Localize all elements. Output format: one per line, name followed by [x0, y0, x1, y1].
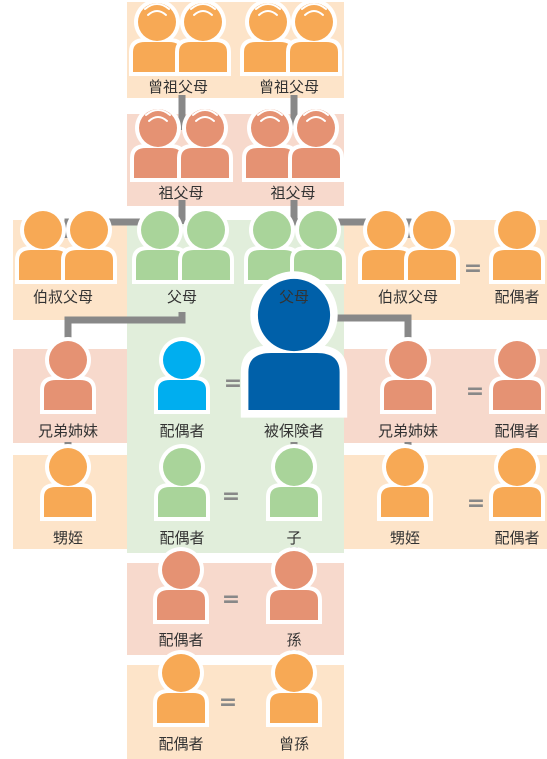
label-child: 子: [286, 529, 301, 547]
equals-sign: =: [224, 371, 242, 396]
person-nephew-right: [377, 444, 433, 521]
label-great-grandparents-left: 曾祖父母: [148, 78, 208, 96]
labels: 曾祖父母 曾祖父母 祖父母 祖父母 伯叔父母 父母 父母 伯叔父母 配偶者 兄弟…: [33, 78, 540, 753]
equals-sign: =: [467, 491, 485, 516]
person-nephew-left: [40, 444, 96, 521]
person-uncle-aunt-spouse: [489, 207, 545, 284]
connector-line: [64, 312, 186, 340]
person-great-grandchild: [266, 650, 322, 727]
label-parents-left: 父母: [167, 288, 197, 306]
person-grandmother-right: [288, 105, 344, 182]
label-grandparents-right: 祖父母: [270, 184, 315, 202]
label-uncles-aunts-right: 伯叔父母: [378, 288, 438, 306]
person-spouse: [154, 337, 210, 414]
label-insured: 被保険者: [264, 422, 324, 440]
person-aunt-left: [61, 207, 117, 284]
person-grandfather-right: [242, 105, 298, 182]
person-great-grandmother-right: [286, 0, 342, 76]
person-uncle-right: [358, 207, 414, 284]
label-nephews-left: 甥姪: [53, 529, 83, 547]
person-father-left: [132, 207, 188, 284]
person-mother-left: [178, 207, 234, 284]
equals-sign: =: [464, 256, 482, 281]
person-grandmother-left: [177, 105, 233, 182]
label-siblings-left: 兄弟姉妹: [38, 422, 98, 440]
label-great-grandparents-right: 曾祖父母: [259, 78, 319, 96]
label-uncles-aunts-left: 伯叔父母: [33, 288, 93, 306]
label-grandparents-left: 祖父母: [158, 184, 203, 202]
person-great-grandfather-right: [240, 0, 296, 76]
label-great-grandchild: 曾孫: [279, 735, 309, 753]
label-parents-right: 父母: [279, 288, 309, 306]
person-sibling-spouse: [489, 337, 545, 414]
marriage-equals-signs: = = = = = = =: [219, 256, 485, 715]
person-sibling-left: [40, 337, 96, 414]
equals-sign: =: [466, 379, 484, 404]
person-grandchild-spouse: [153, 547, 209, 624]
label-child-spouse: 配偶者: [159, 529, 204, 547]
person-great-grandchild-spouse: [153, 650, 209, 727]
person-figures: [15, 0, 545, 727]
label-great-grandchild-spouse: 配偶者: [158, 735, 203, 753]
equals-sign: =: [222, 587, 240, 612]
label-siblings-right: 兄弟姉妹: [378, 422, 438, 440]
label-siblings-spouse: 配偶者: [494, 422, 539, 440]
label-spouse: 配偶者: [159, 422, 204, 440]
label-grandchild-spouse: 配偶者: [158, 631, 203, 649]
person-uncle-left: [15, 207, 71, 284]
person-child-spouse: [154, 444, 210, 521]
person-grandchild: [266, 547, 322, 624]
label-nephews-right: 甥姪: [390, 529, 420, 547]
person-child: [266, 444, 322, 521]
person-grandfather-left: [130, 105, 186, 182]
person-insured: [240, 271, 348, 418]
equals-sign: =: [222, 484, 240, 509]
person-aunt-right: [404, 207, 460, 284]
person-great-grandmother-left: [175, 0, 231, 76]
equals-sign: =: [219, 690, 237, 715]
person-nephew-spouse: [489, 444, 545, 521]
label-uncles-aunts-spouse: 配偶者: [494, 288, 539, 306]
person-great-grandfather-left: [129, 0, 185, 76]
label-nephews-spouse: 配偶者: [494, 529, 539, 547]
person-sibling-right: [380, 337, 436, 414]
label-grandchild: 孫: [286, 631, 301, 649]
person-mother-right: [290, 207, 346, 284]
